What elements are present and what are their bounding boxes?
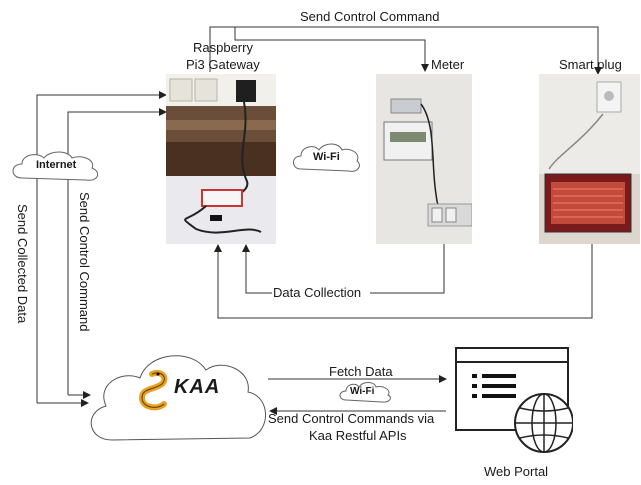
- internet-label: Internet: [36, 159, 77, 171]
- raspberry-label-line1: Raspberry: [193, 40, 253, 55]
- meter-label: Meter: [431, 57, 465, 72]
- send-control-commands-label-line1: Send Control Commands via: [268, 411, 435, 426]
- send-control-command-top-label: Send Control Command: [300, 9, 440, 24]
- web-portal-window-icon: [455, 347, 573, 453]
- meter-photo: [376, 74, 472, 244]
- smart-plug-label: Smart plug: [559, 57, 622, 72]
- wifi-bottom-label: Wi-Fi: [350, 386, 375, 397]
- kaa-cloud-icon: [90, 355, 266, 441]
- wifi-center-label: Wi-Fi: [313, 151, 340, 163]
- data-collection-label: Data Collection: [273, 285, 362, 300]
- wifi-cloud-icon: [293, 143, 360, 172]
- raspberry-pi-gateway-photo: [166, 74, 276, 244]
- internet-cloud-icon: [12, 151, 99, 181]
- wifi-cloud-bottom-icon: [339, 382, 391, 403]
- smart-plug-photo: [539, 74, 640, 244]
- raspberry-label-line2: Pi3 Gateway: [186, 57, 260, 72]
- send-control-commands-label-line2: Kaa Restful APIs: [309, 428, 407, 443]
- kaa-logo-text: KAA: [174, 376, 221, 398]
- kaa-snake-icon: [138, 370, 168, 411]
- send-collected-data-label: Send Collected Data: [15, 204, 30, 324]
- web-portal-label: Web Portal: [484, 464, 549, 479]
- send-control-command-left-label: Send Control Command: [77, 192, 92, 332]
- fetch-data-label: Fetch Data: [329, 364, 393, 379]
